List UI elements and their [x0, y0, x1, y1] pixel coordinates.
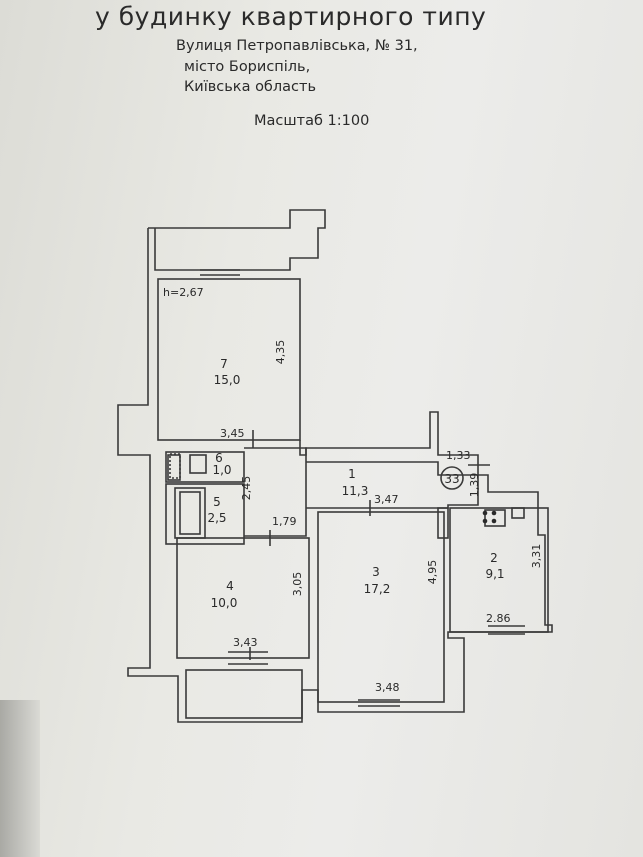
- stove-icon: [484, 509, 506, 527]
- room-7-area: 15,0: [214, 373, 241, 387]
- dim-hall-height: 1,39: [468, 473, 481, 498]
- dim-r3-width: 3,48: [375, 681, 400, 694]
- dim-corridor-width: 1,79: [272, 515, 297, 528]
- sink-icon: [511, 507, 525, 519]
- address-city: місто Бориспіль,: [184, 59, 311, 75]
- balcony-top-wall: [148, 209, 326, 271]
- dim-r4-width: 3,43: [233, 636, 258, 649]
- room-2-area: 9,1: [485, 567, 504, 581]
- room-1-area: 11,3: [342, 484, 369, 498]
- scale-label: Масштаб 1:100: [254, 113, 370, 129]
- dim-hall-width: 1,33: [446, 449, 471, 462]
- room-3-outline: [317, 511, 445, 703]
- dim-r2-height: 3,31: [530, 544, 543, 569]
- room-5-outline: [165, 483, 245, 545]
- ceiling-height: h=2,67: [163, 286, 204, 299]
- corridor-outline: [244, 447, 307, 537]
- apartment-number: 33: [444, 472, 459, 486]
- apartment-badge: [440, 466, 464, 490]
- dim-r7-height: 4,35: [274, 340, 287, 365]
- room-5-area: 2,5: [207, 511, 226, 525]
- room-4-area: 10,0: [211, 596, 238, 610]
- dim-r3-height: 4,95: [426, 560, 439, 585]
- room-5-number: 5: [213, 495, 221, 509]
- document-title: у будинку квартирного типу: [95, 2, 487, 31]
- dim-r7-width: 3,45: [220, 427, 245, 440]
- dim-r2-width: 2.86: [486, 612, 511, 625]
- room-6-outline: [165, 451, 245, 483]
- room-2-outline: [449, 507, 549, 633]
- dim-r4-height: 3,05: [291, 572, 304, 597]
- dim-r1-width: 3,47: [374, 493, 399, 506]
- vent-shaft: [437, 507, 449, 539]
- balcony-bottom: [185, 669, 303, 719]
- room-7-outline: [157, 278, 301, 441]
- outer-wall: [117, 228, 553, 723]
- room-7-number: 7: [220, 357, 228, 371]
- room-6-number: 6: [215, 451, 223, 465]
- vent-shaft-left: [167, 454, 181, 481]
- room-2-number: 2: [490, 551, 498, 565]
- room-3-area: 17,2: [364, 582, 391, 596]
- room-6-area: 1,0: [212, 463, 231, 477]
- address-street: Вулиця Петропавлівська, № 31,: [176, 38, 418, 54]
- room-1-number: 1: [348, 467, 356, 481]
- address-region: Київська область: [184, 79, 316, 95]
- room-3-number: 3: [372, 565, 380, 579]
- room-4-number: 4: [226, 579, 234, 593]
- room-4-outline: [176, 537, 310, 659]
- dim-corridor-height: 2,45: [240, 476, 253, 501]
- page-shadow: [0, 700, 40, 857]
- toilet-icon: [189, 454, 207, 474]
